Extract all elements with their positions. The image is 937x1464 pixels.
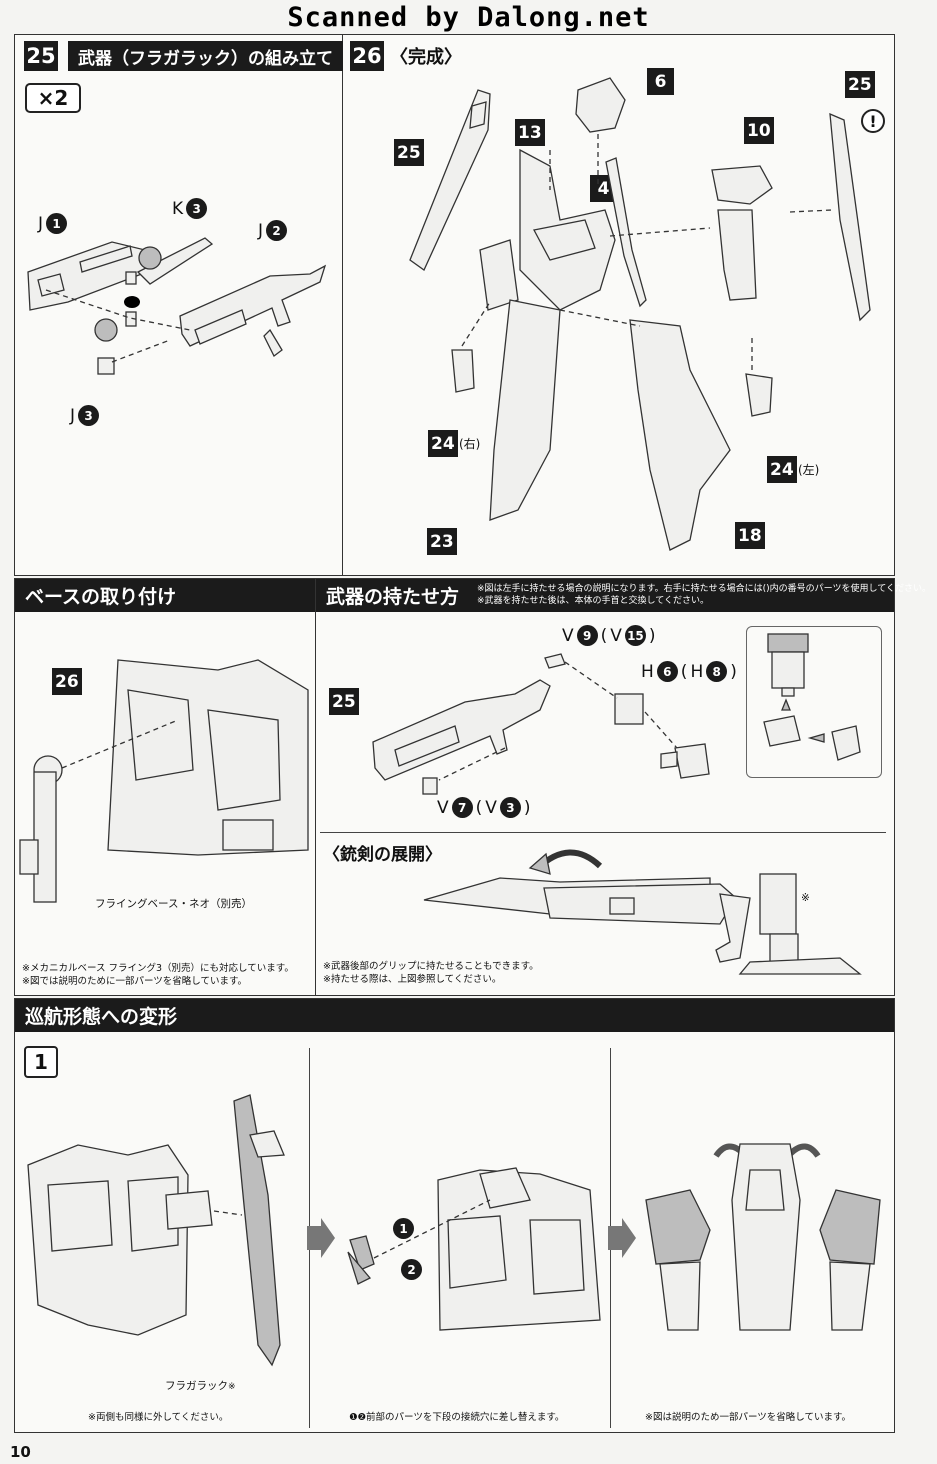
right-hand-note: (右) [459, 437, 481, 451]
page-number: 10 [10, 1443, 31, 1461]
part-tag-6: 6 [647, 68, 674, 95]
step-25-title: 武器（フラガラック）の組み立て [68, 41, 343, 71]
part-tag-24-right-hand: 24 [428, 430, 458, 457]
transform-header: 巡航形態への変形 [15, 999, 894, 1032]
step-26-number: 26 [350, 41, 384, 71]
base-note-1: ※メカニカルベース フライング3（別売）にも対応しています。 [22, 963, 294, 974]
step-26-title: 〈完成〉 [390, 47, 462, 68]
sword-note-2: ※持たせる際は、上図参照してください。 [323, 974, 502, 985]
base-section-title: ベースの取り付け [25, 586, 177, 608]
part-tag-25-right: 25 [845, 71, 875, 98]
multiplier-badge: ×2 [25, 83, 81, 113]
sword-deploy-illustration [423, 849, 862, 975]
weapon-hold-title: 武器の持たせ方 [326, 586, 460, 608]
base-note-2: ※図では説明のために一部パーツを省略しています。 [22, 976, 248, 987]
weapon-hold-header-notes: ※図は左手に持たせる場合の説明になります。右手に持たせる場合には()内の番号のパ… [477, 583, 931, 607]
part-tag-18: 18 [735, 522, 765, 549]
transform-step-c-illustration [645, 1143, 881, 1331]
part-tag-13: 13 [515, 119, 545, 146]
part-tag-23: 23 [427, 528, 457, 555]
transform-next-arrow-1 [307, 1218, 335, 1258]
sword-deploy-mark: ※ [801, 892, 810, 904]
fragarach-caption-text: フラガラック [165, 1380, 228, 1392]
flying-base-caption: フライングベース・ネオ（別売） [95, 898, 252, 910]
weapon-assembly-illustration [27, 237, 327, 375]
part-tag-26-base: 26 [52, 668, 82, 695]
base-notes: ※メカニカルベース フライング3（別売）にも対応しています。 ※図では説明のため… [22, 962, 294, 988]
transform-bubble-2: 2 [401, 1259, 422, 1280]
base-section-header: ベースの取り付け [15, 579, 315, 612]
panel-step-26 [342, 34, 895, 576]
fragarach-caption-mark: ※ [228, 1382, 236, 1392]
part-tag-10: 10 [744, 117, 774, 144]
sword-deploy-notes: ※武器後部のグリップに持たせることもできます。 ※持たせる際は、上図参照してくだ… [323, 960, 539, 986]
transform-note-3: ※図は説明のため一部パーツを省略しています。 [645, 1412, 852, 1423]
fragarach-caption: フラガラック※ [165, 1378, 236, 1393]
part-tag-25-weapon: 25 [329, 688, 359, 715]
left-hand-note: (左) [798, 463, 820, 477]
step-25-number: 25 [24, 41, 58, 71]
completed-robot-illustration [409, 77, 871, 551]
transform-step-1: 1 [24, 1046, 58, 1078]
svg-text:!: ! [869, 112, 876, 131]
part-tag-24-left-hand: 24 [767, 456, 797, 483]
weapon-section-divider [320, 832, 886, 833]
transform-title: 巡航形態への変形 [25, 1006, 178, 1028]
part-tag-25-left: 25 [394, 139, 424, 166]
transform-next-arrow-2 [608, 1218, 636, 1258]
weapon-hold-note-1: ※図は左手に持たせる場合の説明になります。右手に持たせる場合には()内の番号のパ… [477, 584, 931, 594]
base-attach-illustration [19, 659, 309, 903]
scan-watermark: Scanned by Dalong.net [287, 2, 650, 33]
sword-deploy-title: 〈銃剣の展開〉 [323, 845, 442, 865]
transform-note-2: ❶❷前部のパーツを下段の接続穴に差し替えます。 [349, 1412, 565, 1423]
transform-bubble-1: 1 [393, 1218, 414, 1239]
grip-detail-illustration [763, 633, 861, 761]
caution-icon: ! [861, 109, 885, 133]
weapon-hold-header: 武器の持たせ方 [316, 579, 894, 612]
sword-note-1: ※武器後部のグリップに持たせることもできます。 [323, 961, 539, 972]
transform-note-1: ※両側も同様に外してください。 [88, 1412, 229, 1423]
panel-step-25 [14, 34, 343, 576]
weapon-hold-note-2: ※武器を持たせた後は、本体の手首と交換してください。 [477, 596, 710, 606]
weapon-hold-illustration [372, 653, 710, 795]
transform-step-b-illustration [347, 1167, 601, 1331]
transform-step-a-illustration [27, 1094, 285, 1367]
